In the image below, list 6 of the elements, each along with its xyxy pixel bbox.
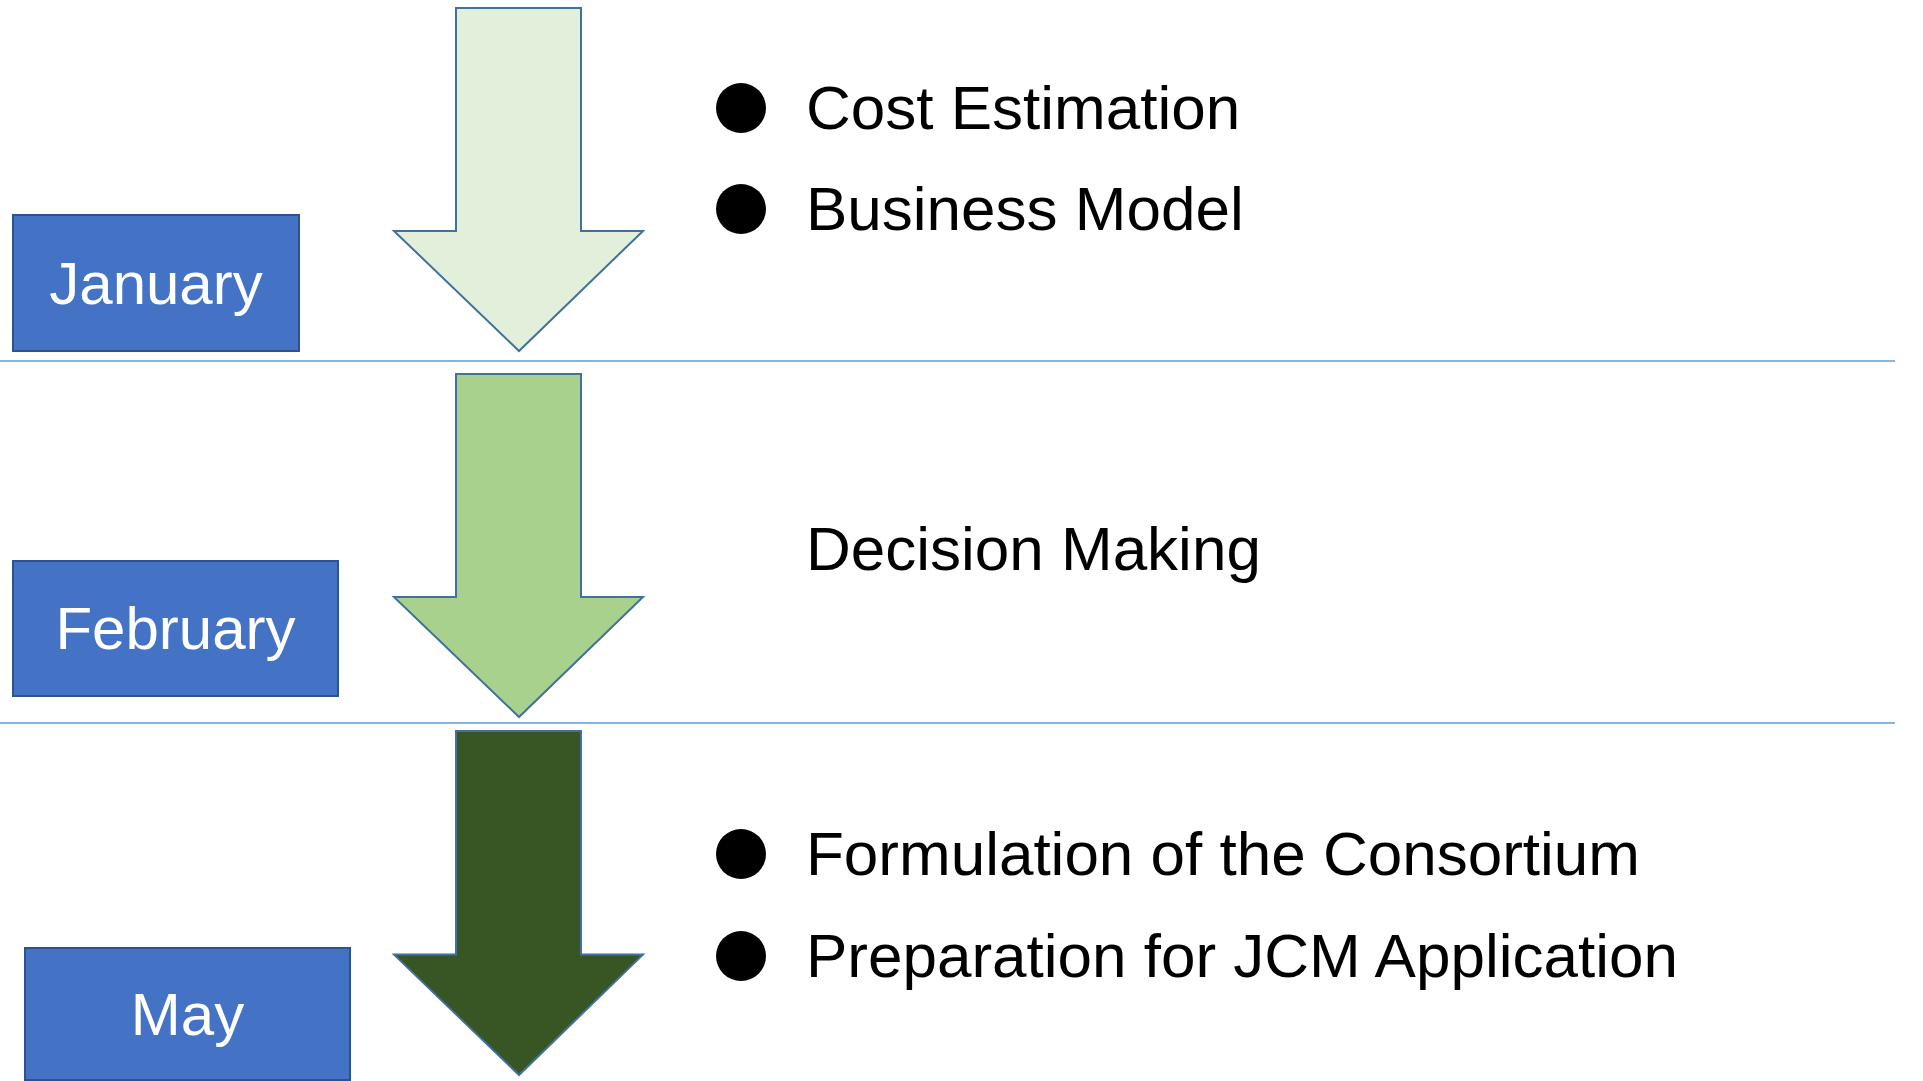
month-label: January xyxy=(12,214,300,352)
month-label: February xyxy=(12,560,339,697)
month-label: May xyxy=(24,947,351,1081)
task-text: Formulation of the Consortium xyxy=(806,823,1640,885)
task-text: Cost Estimation xyxy=(806,77,1241,139)
task-text: Business Model xyxy=(806,178,1244,240)
